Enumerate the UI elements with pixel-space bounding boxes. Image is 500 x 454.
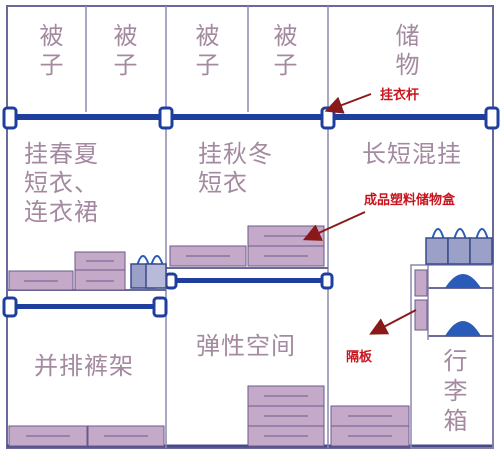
handbag xyxy=(145,255,167,289)
label-quilt-1: 被 子 xyxy=(39,22,65,79)
rod-pointer-arrow xyxy=(324,93,372,114)
label-hang-short-mid: 挂秋冬 短衣 xyxy=(198,140,273,197)
label-quilt-4: 被 子 xyxy=(273,22,299,79)
storage-box xyxy=(87,425,165,447)
partition-pointer-arrow xyxy=(369,309,417,335)
rod-bracket xyxy=(164,272,178,290)
hanging-rod xyxy=(170,278,328,283)
storage-box xyxy=(330,405,410,427)
rod-bracket xyxy=(2,296,18,318)
storage-box xyxy=(8,270,74,291)
storage-box xyxy=(74,269,126,291)
rod-bracket xyxy=(2,106,18,130)
storage-box xyxy=(330,425,410,447)
side-box xyxy=(414,299,428,331)
wardrobe-frame xyxy=(6,5,494,449)
partition-unit xyxy=(410,264,494,449)
storage-box xyxy=(8,425,88,447)
hat xyxy=(445,321,481,336)
boxes-pointer-arrow xyxy=(302,211,366,241)
label-luggage: 行 李 箱 xyxy=(443,347,469,435)
annotation-boxes: 成品塑料储物盒 xyxy=(364,193,456,208)
handbag xyxy=(447,228,471,265)
hanging-rod xyxy=(8,114,492,120)
rod-bracket xyxy=(158,106,174,130)
annotation-rod: 挂衣杆 xyxy=(380,88,420,103)
rod-bracket xyxy=(320,272,334,290)
rod-bracket xyxy=(152,296,168,318)
handbag xyxy=(425,228,449,265)
hat xyxy=(445,274,481,288)
storage-box xyxy=(169,245,247,267)
annotation-partition: 隔板 xyxy=(346,350,373,365)
label-trouser-rack: 并排裤架 xyxy=(34,352,134,380)
label-quilt-2: 被 子 xyxy=(113,22,139,79)
label-quilt-3: 被 子 xyxy=(195,22,221,79)
hanging-rod xyxy=(8,304,166,309)
storage-box xyxy=(247,385,325,407)
storage-box xyxy=(247,425,325,447)
storage-box xyxy=(247,245,325,267)
side-box xyxy=(414,269,428,297)
label-hang-mixed: 长短混挂 xyxy=(362,140,462,168)
storage-box xyxy=(74,251,126,271)
storage-box xyxy=(247,405,325,427)
label-storage: 储 物 xyxy=(395,22,421,79)
label-elastic-space: 弹性空间 xyxy=(196,332,296,360)
handbag xyxy=(469,228,493,265)
label-hang-short-left: 挂春夏 短衣、 连衣裙 xyxy=(24,140,99,226)
rod-bracket xyxy=(484,106,500,130)
rod-bracket xyxy=(320,106,336,130)
